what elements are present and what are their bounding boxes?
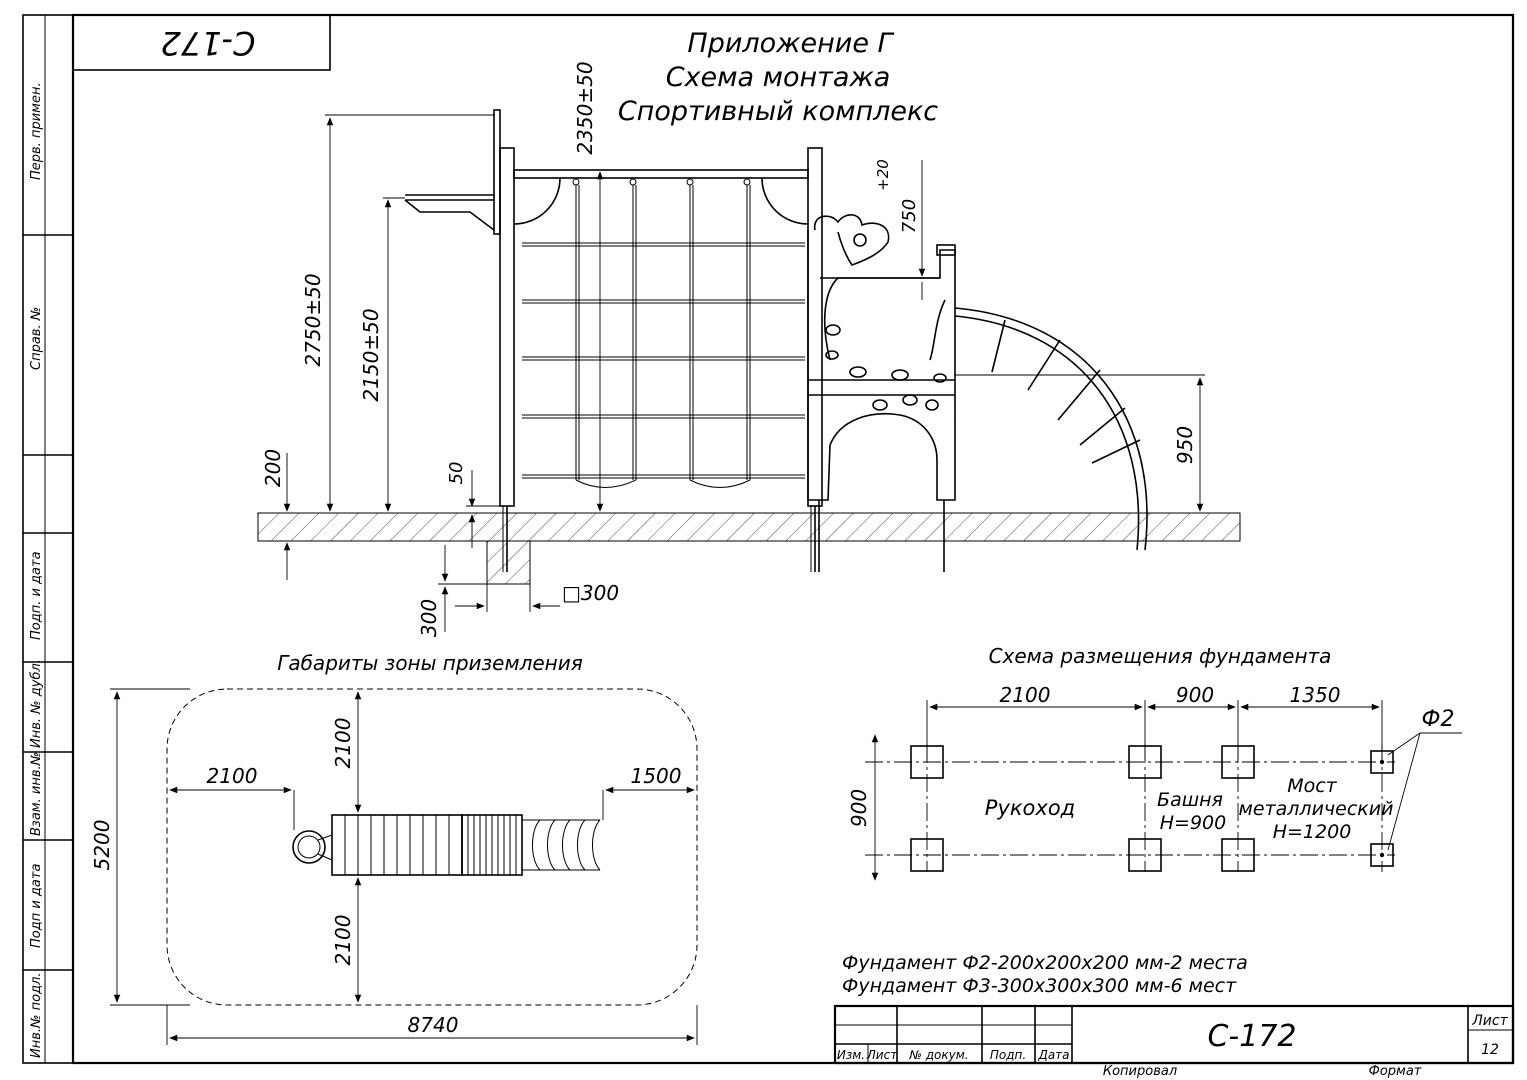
fp-zone-rukohod: Рукоход — [985, 796, 1075, 820]
landing-zone-title: Габариты зоны приземления — [277, 651, 583, 675]
stamp-podp1: Подп. и дата — [29, 551, 44, 640]
tb-sheet-label: Лист — [1471, 1013, 1508, 1029]
tb-col-izm: Изм. — [837, 1048, 865, 1062]
fp-block — [1221, 838, 1255, 872]
title-line-3: Спортивный комплекс — [618, 96, 938, 127]
lz-dim-left: 2100 — [207, 764, 258, 788]
sheet-frame — [22, 13, 1515, 1065]
note-2: Фундамент Ф3-300х300х300 мм-6 мест — [842, 975, 1237, 997]
fp-block-small — [1370, 843, 1394, 867]
fp-block — [1128, 745, 1162, 779]
stamp-podp2: Подп и дата — [29, 864, 44, 948]
dim-platform-height: 2150±50 — [359, 308, 383, 401]
tb-format: Формат — [1369, 1064, 1422, 1079]
tb-sheet-no: 12 — [1481, 1042, 1499, 1058]
equipment-top-view — [292, 814, 601, 876]
fp-span-2: 900 — [1176, 683, 1214, 707]
fp-span-3: 1350 — [1290, 683, 1341, 707]
fp-zone-bashnya-h: H=900 — [1160, 812, 1226, 834]
right-post — [807, 147, 823, 507]
mirrored-code-box: С-172 — [72, 14, 331, 71]
foundation-notes: Фундамент Ф2-200х200х200 мм-2 места Фунд… — [842, 952, 1248, 997]
top-rail — [513, 169, 809, 179]
dim-total-height: 2750±50 — [301, 273, 325, 366]
lz-dim-height: 5200 — [90, 820, 114, 871]
fp-block — [1221, 745, 1255, 779]
basket-hoop — [404, 109, 501, 235]
foundation-block — [486, 540, 531, 585]
fp-zone-most-h: H=1200 — [1273, 821, 1352, 843]
fp-phi-label: Ф2 — [1422, 707, 1455, 732]
title-line-2: Схема монтажа — [666, 62, 891, 93]
ground-hatch — [257, 512, 1241, 542]
dim-dog-plus20: +20 — [874, 159, 892, 191]
fp-zone-bashnya: Башня — [1157, 789, 1223, 811]
side-stamp-labels: Перв. примен. Справ. № Подп. и дата Инв.… — [29, 82, 44, 1058]
tb-col-list: Лист — [866, 1048, 898, 1062]
dim-pipe-50: 50 — [446, 462, 467, 485]
tb-col-podp: Подп. — [990, 1048, 1026, 1062]
drawing-title: Приложение Г Схема монтажа Спортивный ко… — [618, 28, 938, 127]
landing-zone-plan: Габариты зоны приземления — [90, 651, 698, 1045]
lz-dim-top: 2100 — [331, 718, 355, 769]
fp-zone-most-metal: металлический — [1239, 798, 1394, 820]
fp-block — [1128, 838, 1162, 872]
dim-found-300-h: 300 — [417, 599, 441, 637]
mirrored-code: С-172 — [161, 24, 256, 62]
dim-bridge-950: 950 — [1173, 426, 1197, 464]
fp-width: 900 — [847, 789, 871, 827]
dim-found-300-sq: □300 — [562, 581, 619, 605]
dim-dog-750: 750 — [899, 199, 920, 233]
stamp-inv-podl: Инв.№ подл. — [29, 972, 44, 1058]
stamp-perv: Перв. примен. — [29, 82, 44, 180]
dog-tower — [807, 214, 956, 501]
fp-zone-most: Мост — [1287, 775, 1337, 797]
tb-col-data: Дата — [1037, 1048, 1069, 1062]
rope-net — [522, 178, 805, 488]
dim-bars-height: 2350±50 — [573, 61, 597, 154]
dim-ground-200: 200 — [261, 449, 285, 487]
foundation-plan: Схема размещения фундамента 2100 900 135… — [847, 644, 1462, 881]
tb-code: С-172 — [1207, 1019, 1296, 1054]
landing-zone-outline — [166, 688, 698, 1006]
tb-copied: Копировал — [1103, 1064, 1177, 1079]
tb-col-dokum: № докум. — [908, 1048, 968, 1062]
fp-block-small — [1370, 750, 1394, 774]
fp-span-1: 2100 — [1000, 683, 1051, 707]
lz-dim-length: 8740 — [408, 1013, 459, 1037]
note-1: Фундамент Ф2-200х200х200 мм-2 места — [842, 952, 1248, 974]
left-post — [499, 147, 515, 507]
curved-bridge — [954, 307, 1148, 551]
fp-block — [910, 838, 944, 872]
lz-dim-bottom: 2100 — [331, 915, 355, 966]
stamp-sprav: Справ. № — [29, 307, 44, 370]
lz-dim-right: 1500 — [631, 764, 682, 788]
stamp-inv-dubl: Инв. № дубл. — [29, 659, 44, 748]
title-block: С-172 Лист 12 Изм. Лист № докум. Подп. Д… — [833, 1004, 1515, 1079]
stamp-vzam: Взам. инв.№ — [29, 752, 44, 836]
title-line-1: Приложение Г — [687, 28, 894, 59]
fp-block — [910, 745, 944, 779]
foundation-title: Схема размещения фундамента — [989, 644, 1332, 668]
elevation-view: 200 2750±50 2150±50 2350±50 50 750 +20 9… — [257, 61, 1241, 637]
